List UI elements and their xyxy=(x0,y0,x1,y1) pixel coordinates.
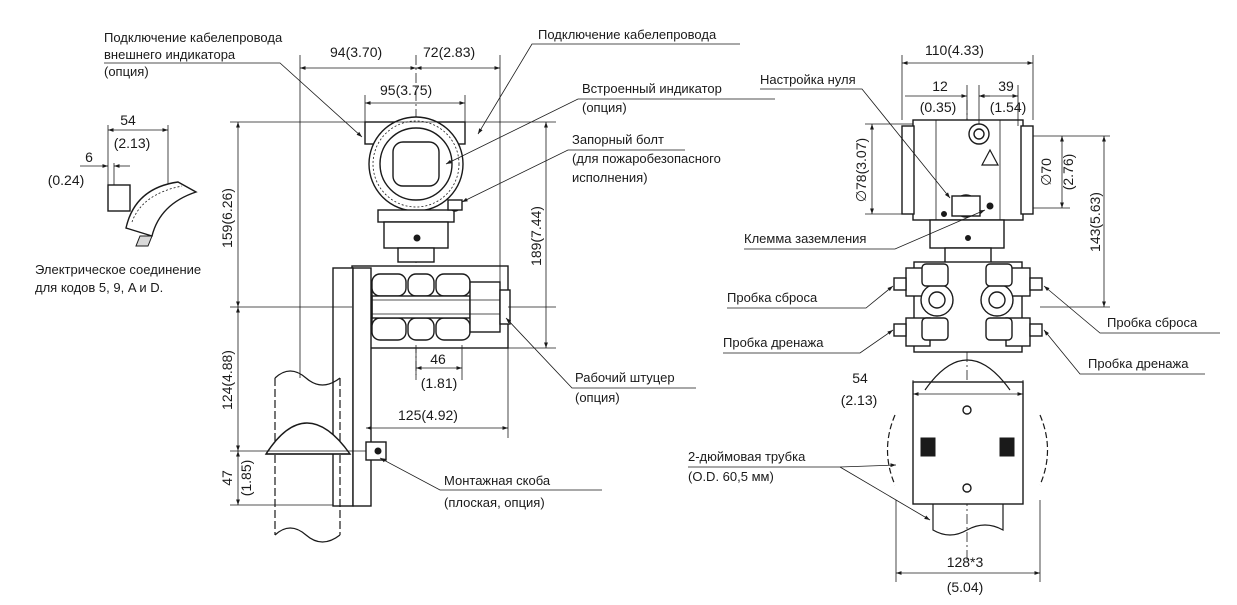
left-capsule xyxy=(351,265,511,349)
electrical-note-line1: Электрическое соединение xyxy=(35,262,201,277)
dim-94: 94(3.70) xyxy=(330,44,382,60)
callout-conduit-ext-line2: внешнего индикатора xyxy=(104,47,236,62)
callout-ground-terminal: Клемма заземления xyxy=(744,231,866,246)
callout-drain-plug-right: Пробка дренажа xyxy=(1088,356,1189,371)
callout-bracket-line2: (плоская, опция) xyxy=(444,495,545,510)
detail-dim-54-mm: 54 xyxy=(120,112,136,128)
callout-process-connector-line2: (опция) xyxy=(575,390,620,405)
electrical-connection-detail: 54 (2.13) 6 (0.24) Электрическое соедине… xyxy=(35,112,201,295)
dim-70-in: (2.76) xyxy=(1060,154,1076,191)
left-callouts: Подключение кабелепровода внешнего индик… xyxy=(104,27,775,510)
dim-110: 110(4.33) xyxy=(925,42,984,58)
dim-12-mm: 12 xyxy=(932,78,948,94)
dim-95: 95(3.75) xyxy=(380,82,432,98)
dim-12-in: (0.35) xyxy=(920,99,957,115)
dim-124: 124(4.88) xyxy=(219,350,235,410)
dim-39-mm: 39 xyxy=(998,78,1014,94)
dim-72: 72(2.83) xyxy=(423,44,475,60)
electrical-note-line2: для кодов 5, 9, A и D. xyxy=(35,280,163,295)
callout-lock-bolt-line3: исполнения) xyxy=(572,170,648,185)
callout-indicator-line1: Встроенный индикатор xyxy=(582,81,722,96)
dim-39-in: (1.54) xyxy=(990,99,1027,115)
dim-128-mm: 128*3 xyxy=(947,554,984,570)
callout-drain-plug-left: Пробка дренажа xyxy=(723,335,824,350)
right-housing xyxy=(901,119,1034,265)
detail-dim-54-in: (2.13) xyxy=(114,135,151,151)
callout-conduit-ext-line1: Подключение кабелепровода xyxy=(104,30,283,45)
dim-46-mm: 46 xyxy=(430,351,446,367)
right-callouts: Настройка нуля Клемма заземления Пробка … xyxy=(688,72,1220,521)
dim-143: 143(5.63) xyxy=(1087,192,1103,252)
dim-125: 125(4.92) xyxy=(398,407,458,423)
left-view: 94(3.70) 72(2.83) 95(3.75) 159(6.26) 189… xyxy=(35,27,775,543)
right-bracket xyxy=(912,359,1024,505)
callout-conduit-ext-line3: (опция) xyxy=(104,64,149,79)
callout-process-connector-line1: Рабочий штуцер xyxy=(575,370,675,385)
left-pipe xyxy=(264,370,352,543)
right-view: 110(4.33) 12 (0.35) 39 (1.54) ∅78(3.07) … xyxy=(688,42,1220,595)
dim-128-in: (5.04) xyxy=(947,579,984,595)
right-capsule xyxy=(893,261,1043,353)
callout-vent-plug-right: Пробка сброса xyxy=(1107,315,1198,330)
dim-47-mm: 47 xyxy=(219,470,235,486)
left-housing xyxy=(364,116,466,263)
detail-dim-6-mm: 6 xyxy=(85,149,93,165)
callout-lock-bolt-line1: Запорный болт xyxy=(572,132,664,147)
callout-lock-bolt-line2: (для пожаробезопасного xyxy=(572,151,721,166)
dim-47-in: (1.85) xyxy=(238,460,254,497)
right-pipe xyxy=(886,414,1049,536)
callout-vent-plug-left: Пробка сброса xyxy=(727,290,818,305)
callout-bracket-line1: Монтажная скоба xyxy=(444,473,551,488)
callout-pipe-line2: (O.D. 60,5 мм) xyxy=(688,469,774,484)
dim-54-mm: 54 xyxy=(852,370,868,386)
callout-pipe-line1: 2-дюймовая трубка xyxy=(688,449,806,464)
detail-dim-6-in: (0.24) xyxy=(48,172,85,188)
callout-conduit: Подключение кабелепровода xyxy=(538,27,717,42)
callout-indicator-line2: (опция) xyxy=(582,100,627,115)
left-bracket xyxy=(332,267,387,507)
dim-189: 189(7.44) xyxy=(528,206,544,266)
dim-159: 159(6.26) xyxy=(219,188,235,248)
callout-zero-adjust: Настройка нуля xyxy=(760,72,856,87)
dim-70: ∅70 xyxy=(1038,158,1054,186)
dim-46-in: (1.81) xyxy=(421,375,458,391)
dim-54-in: (2.13) xyxy=(841,392,878,408)
dim-78: ∅78(3.07) xyxy=(853,138,869,202)
